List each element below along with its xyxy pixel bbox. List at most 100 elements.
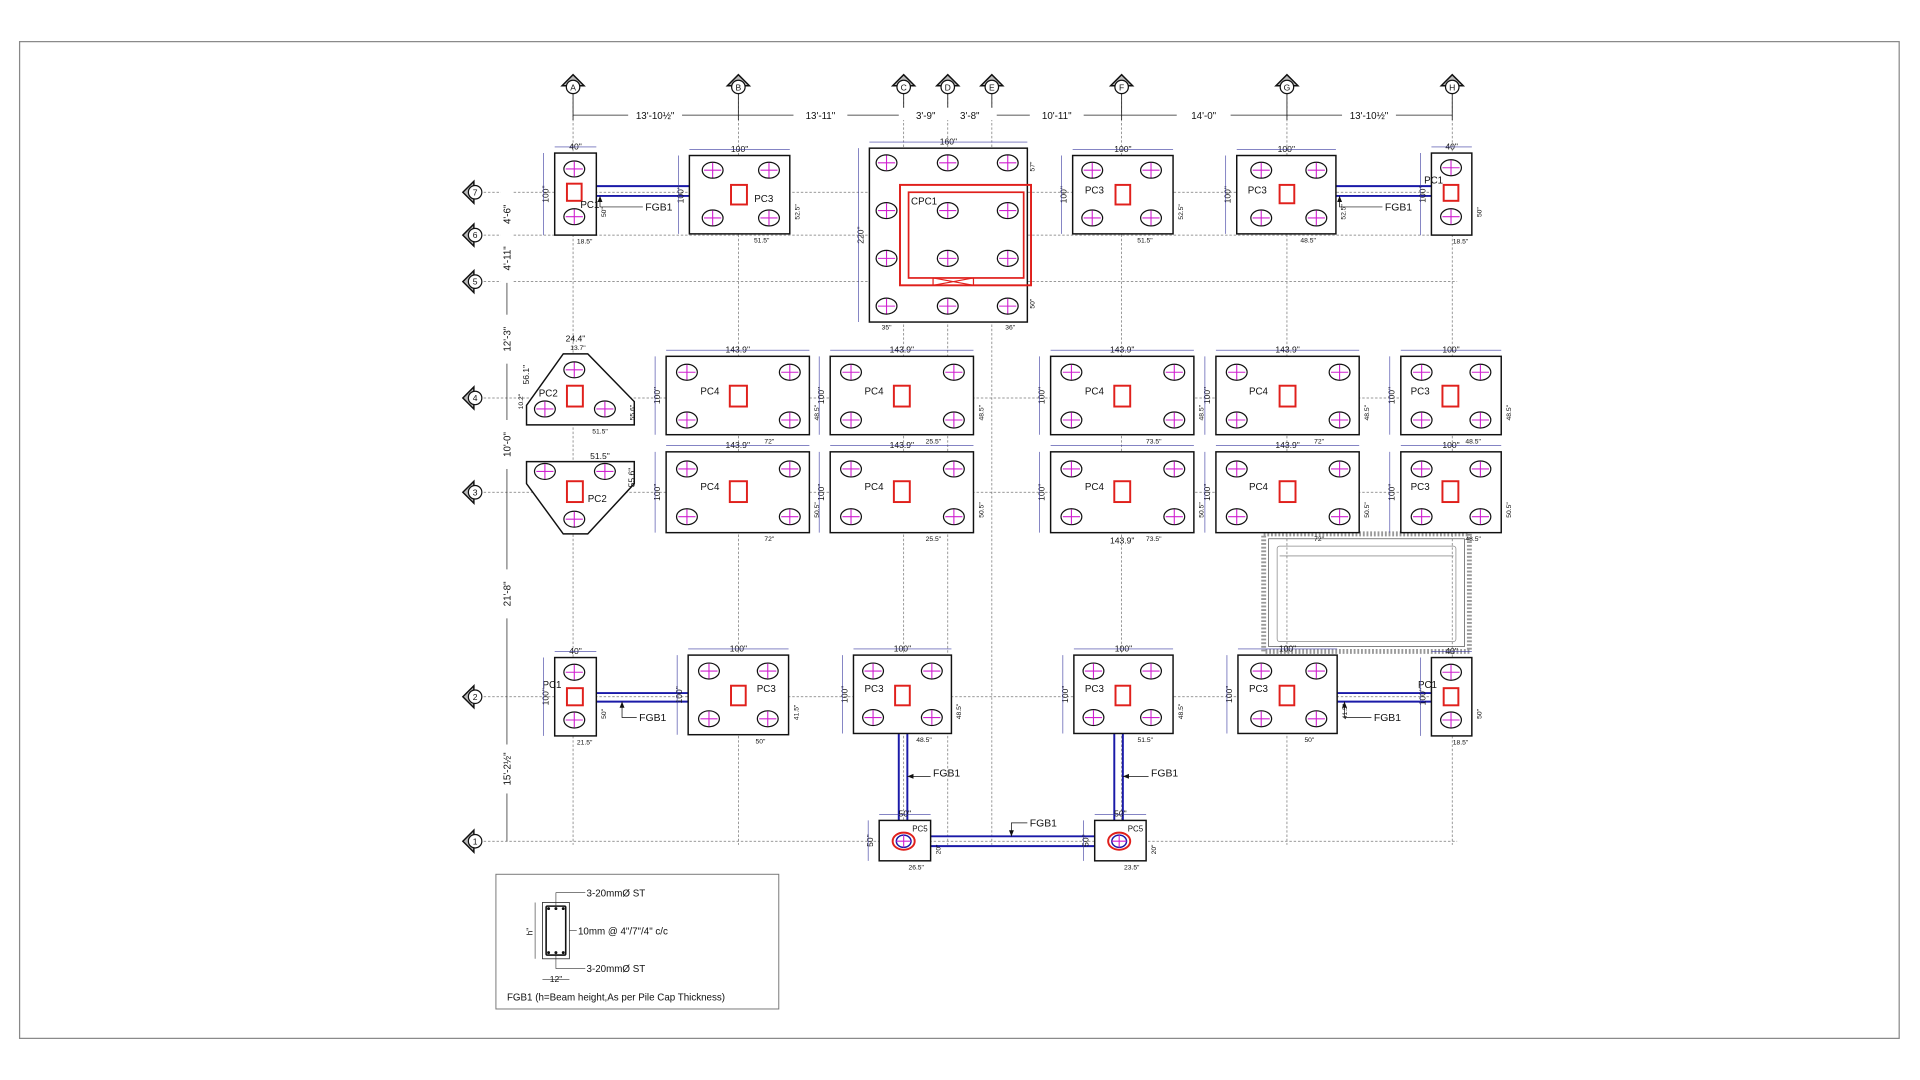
dimension-label: 18.5" (577, 239, 593, 246)
column-outline (730, 684, 747, 707)
pile-center-cross-icon (999, 251, 1017, 266)
pile-icon (1163, 363, 1186, 381)
column-spacing-dimension: 3'-8" (960, 111, 980, 122)
dimension-label: 143.9" (1275, 345, 1299, 355)
dimension-label: 52.5" (1178, 204, 1185, 220)
pile-cap-outline (525, 460, 636, 535)
grid-bubble (984, 79, 1000, 95)
pile-icon (675, 363, 698, 381)
pile-center-cross-icon (678, 412, 696, 428)
pile-icon (1328, 460, 1351, 478)
pile-center-cross-icon (1228, 364, 1246, 380)
pile-cap-label: PC3 (1411, 482, 1431, 493)
pile-cap-label: PC3 (757, 684, 777, 695)
pile-center-cross-icon (1062, 461, 1080, 477)
grid-row-label: 6 (473, 230, 478, 240)
pile-icon (533, 400, 556, 418)
dimension-label: 100" (816, 484, 826, 501)
dimension-label: 50" (1081, 834, 1091, 847)
pile-center-cross-icon (1307, 711, 1325, 727)
pile-icon (920, 662, 943, 680)
pile-icon (1250, 209, 1273, 227)
dimension-label: 57" (1030, 161, 1037, 171)
pile-cap-outline (1215, 451, 1360, 534)
dimension-label: 50.5" (814, 502, 821, 518)
dimension-label: 51.5" (754, 237, 770, 244)
column-spacing-dimension: 13'-11" (806, 111, 836, 122)
grid-row-label: 4 (473, 393, 478, 403)
pile-cap-label: PC3 (1249, 684, 1269, 695)
pile-icon (1140, 708, 1163, 727)
grid-bubble (467, 689, 483, 705)
dimension-label: 48.5" (1178, 703, 1185, 719)
pile-icon (942, 508, 965, 526)
pile-cap-outline (1073, 654, 1174, 735)
dimension-label: 18.5" (1453, 739, 1469, 746)
grid-row-label: 1 (473, 836, 478, 846)
dimension-label: 143.9" (726, 440, 750, 450)
pile-icon (936, 249, 959, 267)
column-spacing-dimension: 3'-9" (916, 111, 936, 122)
column-outline (1278, 684, 1296, 707)
pile-center-cross-icon (1142, 210, 1160, 226)
dimension-label: 48.5" (978, 404, 985, 420)
pile-icon (563, 361, 586, 379)
dimension-label: 50.5" (1506, 502, 1513, 518)
grid-bubble (1114, 79, 1129, 95)
pile-icon (778, 460, 801, 478)
pile-center-cross-icon (1413, 509, 1431, 525)
pile-icon (1305, 662, 1328, 680)
dimension-label: 73.5" (1146, 536, 1162, 543)
legend-caption: FGB1 (h=Beam height,As per Pile Cap Thic… (507, 992, 725, 1003)
dimension-label: 20" (935, 844, 942, 854)
dimension-label: 50" (899, 809, 912, 819)
pile-icon (1081, 161, 1104, 179)
pile-center-cross-icon (877, 251, 896, 266)
dimension-label: 220" (855, 226, 865, 243)
pile-center-cross-icon (1083, 162, 1101, 178)
pile-center-cross-icon (1084, 663, 1103, 679)
pile-center-cross-icon (1331, 364, 1349, 380)
arrow-icon (1337, 195, 1343, 203)
pile-center-cross-icon (565, 161, 583, 177)
grid-bubble (896, 79, 912, 95)
dimension-label: 100" (1442, 345, 1459, 355)
pile-cap-outline (1237, 654, 1338, 735)
pile-icon (996, 297, 1019, 315)
column-outline (565, 480, 584, 504)
pile-icon (1440, 663, 1463, 681)
row-spacing-dimension: 15'-2½" (503, 752, 514, 786)
pile-center-cross-icon (1471, 364, 1489, 380)
pile-center-cross-icon (678, 461, 696, 477)
dimension-label: 50" (601, 708, 608, 718)
grid-bubble (565, 79, 581, 95)
dimension-label: 143.9" (1110, 345, 1134, 355)
pile-icon (996, 249, 1019, 267)
